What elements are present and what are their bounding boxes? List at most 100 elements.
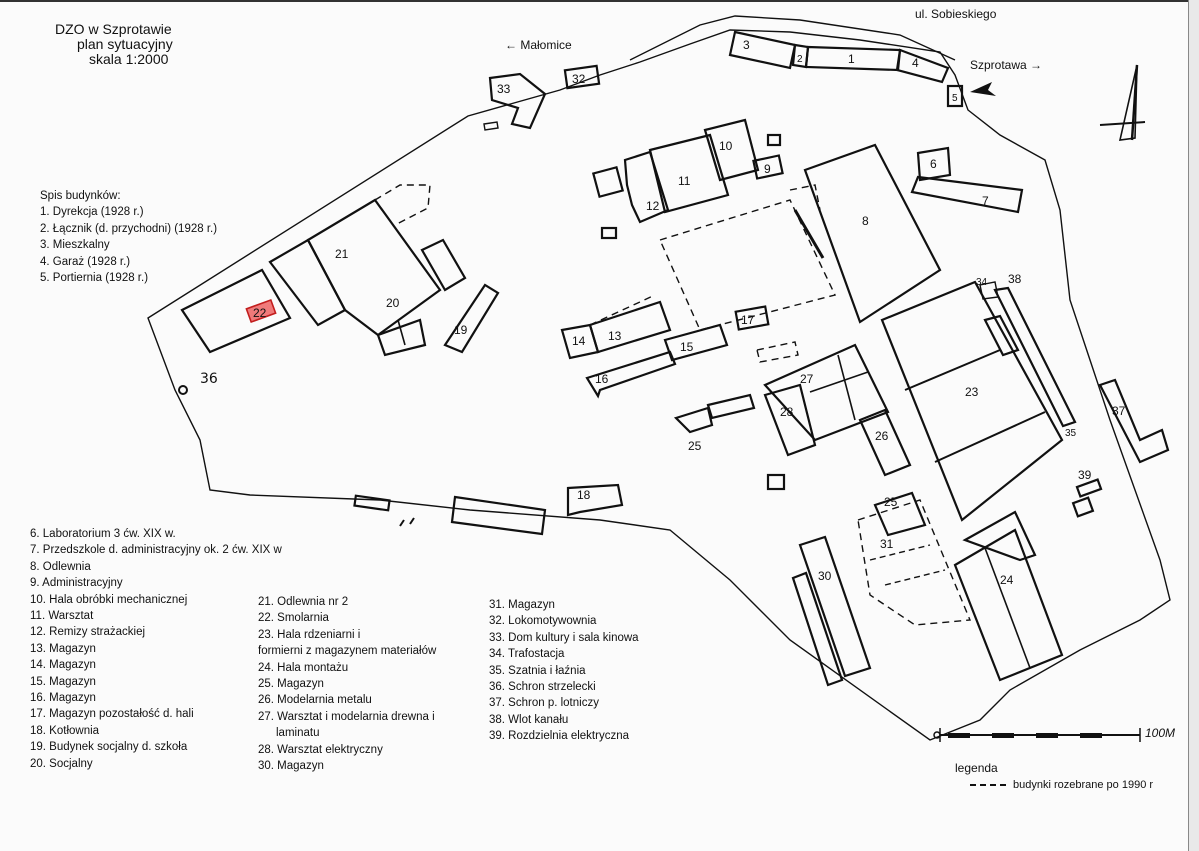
list-item: 17. Magazyn pozostałość d. hali xyxy=(30,708,194,721)
label-24: 24 xyxy=(1000,573,1014,587)
building-26 xyxy=(858,408,912,477)
label-15: 15 xyxy=(680,340,694,354)
label-17: 17 xyxy=(741,313,755,327)
list-item: laminatu xyxy=(276,727,320,740)
title-line-2: plan sytuacyjny xyxy=(77,36,173,52)
building-39b xyxy=(1071,496,1095,518)
label-20: 20 xyxy=(386,296,400,310)
building-32 xyxy=(563,64,601,90)
label-27: 27 xyxy=(800,372,814,386)
label-2: 2 xyxy=(797,54,803,65)
label-4: 4 xyxy=(912,56,919,70)
building-39 xyxy=(1075,478,1103,498)
building-35 xyxy=(993,286,1077,428)
list-item: 10. Hala obróbki mechanicznej xyxy=(30,593,188,606)
building-20 xyxy=(376,318,427,357)
list-item: 11. Warsztat xyxy=(30,610,94,623)
list-item: 4. Garaż (1928 r.) xyxy=(40,255,131,268)
list-item: 25. Magazyn xyxy=(258,678,324,691)
list-item: 21. Odlewnia nr 2 xyxy=(258,596,349,608)
list-item: 15. Magazyn xyxy=(30,675,96,688)
list-item: 14. Magazyn xyxy=(30,659,96,672)
legend-dashed-label: budynki rozebrane po 1990 r xyxy=(1013,779,1154,791)
list-item: 7. Przedszkole d. administracyjny ok. 2 … xyxy=(30,544,282,557)
list-item: 39. Rozdzielnia elektryczna xyxy=(489,730,629,743)
scale-bar xyxy=(933,728,1141,742)
building-3 xyxy=(728,30,797,70)
label-13: 13 xyxy=(608,329,622,343)
building-small-a xyxy=(591,165,625,199)
label-22: 22 xyxy=(253,306,267,320)
list-item: 5. Portiernia (1928 r.) xyxy=(40,272,149,285)
building-bar-a xyxy=(353,494,391,512)
list-heading: Spis budynków: xyxy=(40,190,121,202)
list-item: 2. Łącznik (d. przychodni) (1928 r.) xyxy=(40,222,218,235)
scan-edge-top xyxy=(0,0,1199,2)
wall-segment xyxy=(793,209,825,259)
demolished-hall-b xyxy=(789,184,821,211)
label-11: 11 xyxy=(678,174,691,188)
list-item: 9. Administracyjny xyxy=(30,577,123,590)
building-13 xyxy=(588,300,672,354)
label-37: 37 xyxy=(1112,404,1126,418)
building-20-annex xyxy=(420,238,467,292)
list-item: 31. Magazyn xyxy=(489,599,555,611)
ruins-marks xyxy=(399,517,415,527)
list-item: 26. Modelarnia metalu xyxy=(258,694,372,707)
label-6: 6 xyxy=(930,157,937,171)
building-23-annex xyxy=(983,314,1020,357)
list-item: 30. Magazyn xyxy=(258,760,324,773)
list-item: 23. Hala rdzeniarni i xyxy=(258,628,361,641)
building-25a xyxy=(673,406,714,434)
list-item: 20. Socjalny xyxy=(30,757,93,770)
label-18: 18 xyxy=(577,488,591,502)
building-small-c xyxy=(600,226,618,240)
label-9: 9 xyxy=(764,162,771,176)
label-32: 32 xyxy=(572,72,586,86)
label-23: 23 xyxy=(965,385,979,399)
list-item: 27. Warsztat i modelarnia drewna i xyxy=(258,710,435,723)
list-item: 12. Remizy strażackiej xyxy=(30,626,146,639)
list-item: 36. Schron strzelecki xyxy=(489,681,596,694)
building-9 xyxy=(752,154,784,180)
building-list-c: 21. Odlewnia nr 2 22. Smolarnia 23. Hala… xyxy=(258,594,436,774)
building-37 xyxy=(1098,378,1170,464)
north-arrow-icon xyxy=(1099,64,1146,141)
building-22-highlight[interactable] xyxy=(245,298,277,324)
label-8: 8 xyxy=(862,214,869,228)
building-27 xyxy=(763,343,890,442)
label-35: 35 xyxy=(1065,428,1077,439)
label-1: 1 xyxy=(848,52,855,66)
building-25b xyxy=(706,393,756,420)
label-7: 7 xyxy=(982,194,989,208)
building-25-south xyxy=(873,491,927,537)
building-13-demolished xyxy=(589,294,656,326)
scale-label: 100M xyxy=(1145,726,1176,740)
list-item: 33. Dom kultury i sala kinowa xyxy=(489,631,639,644)
title-line-3: skala 1:2000 xyxy=(89,51,169,67)
list-item: formierni z magazynem materiałów xyxy=(258,645,437,658)
list-item: 16. Magazyn xyxy=(30,692,96,705)
building-list-a: Spis budynków: 1. Dyrekcja (1928 r.) 2. … xyxy=(40,188,217,286)
building-20-pointer xyxy=(397,319,406,346)
label-25-south: 25 xyxy=(884,495,898,509)
building-long-south xyxy=(450,495,547,536)
building-30 xyxy=(798,535,872,678)
building-5 xyxy=(946,84,964,108)
label-30: 30 xyxy=(818,569,832,583)
building-11 xyxy=(648,133,730,214)
list-item: 8. Odlewnia xyxy=(30,560,91,573)
building-19 xyxy=(443,283,500,354)
list-item: 18. Kotłownia xyxy=(30,724,100,737)
building-7 xyxy=(910,175,1024,214)
list-item: 3. Mieszkalny xyxy=(40,239,110,252)
building-list-d: 31. Magazyn 32. Lokomotywownia 33. Dom k… xyxy=(489,597,639,745)
demolished-hall xyxy=(659,199,836,331)
building-28 xyxy=(763,383,817,457)
building-31-demolished xyxy=(857,499,972,626)
label-33: 33 xyxy=(497,82,511,96)
label-34: 34 xyxy=(976,277,988,288)
entrance-arrow-icon xyxy=(970,82,996,96)
list-item: 35. Szatnia i łaźnia xyxy=(489,664,586,677)
